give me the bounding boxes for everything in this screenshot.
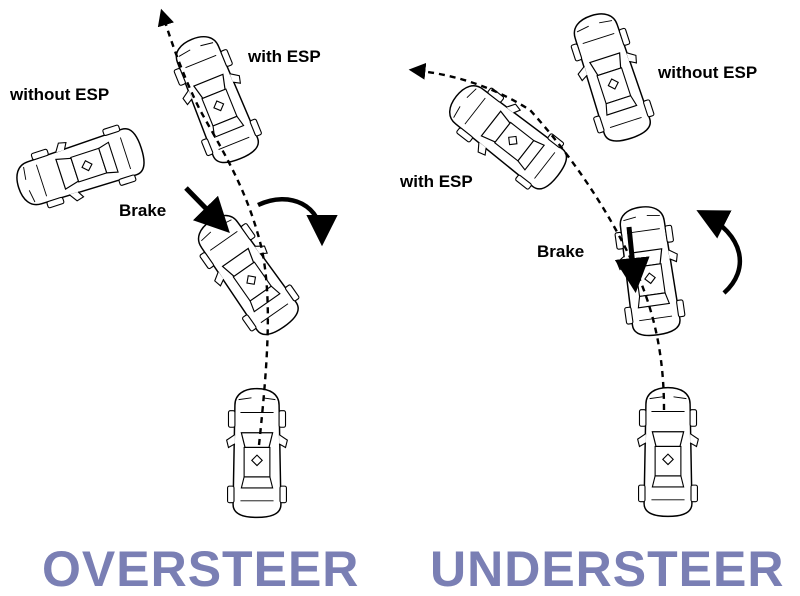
label-without-esp: without ESP (657, 63, 757, 82)
rotation-arrow-icon (696, 210, 742, 295)
title-oversteer: OVERSTEER (42, 541, 359, 596)
understeer-panel: without ESP with ESP Brake UNDERSTEER (399, 5, 784, 596)
car-start (636, 386, 700, 518)
car-braking (184, 203, 310, 345)
label-brake: Brake (537, 242, 584, 261)
oversteer-panel: without ESP with ESP Brake OVERSTEER (8, 8, 359, 596)
brake-arrow-icon (614, 226, 650, 293)
label-brake: Brake (119, 201, 166, 220)
car-without-esp (561, 5, 661, 149)
car-start (225, 387, 289, 519)
label-without-esp: without ESP (9, 85, 109, 104)
dashed-trajectory-arrow (408, 62, 666, 411)
label-with-esp: with ESP (399, 172, 473, 191)
label-with-esp: with ESP (247, 47, 321, 66)
rotation-arrow-icon (257, 196, 338, 247)
dashed-trajectory-arrow (157, 8, 270, 446)
car-braking (609, 202, 689, 340)
title-understeer: UNDERSTEER (430, 541, 784, 596)
brake-arrow-icon (184, 186, 230, 234)
